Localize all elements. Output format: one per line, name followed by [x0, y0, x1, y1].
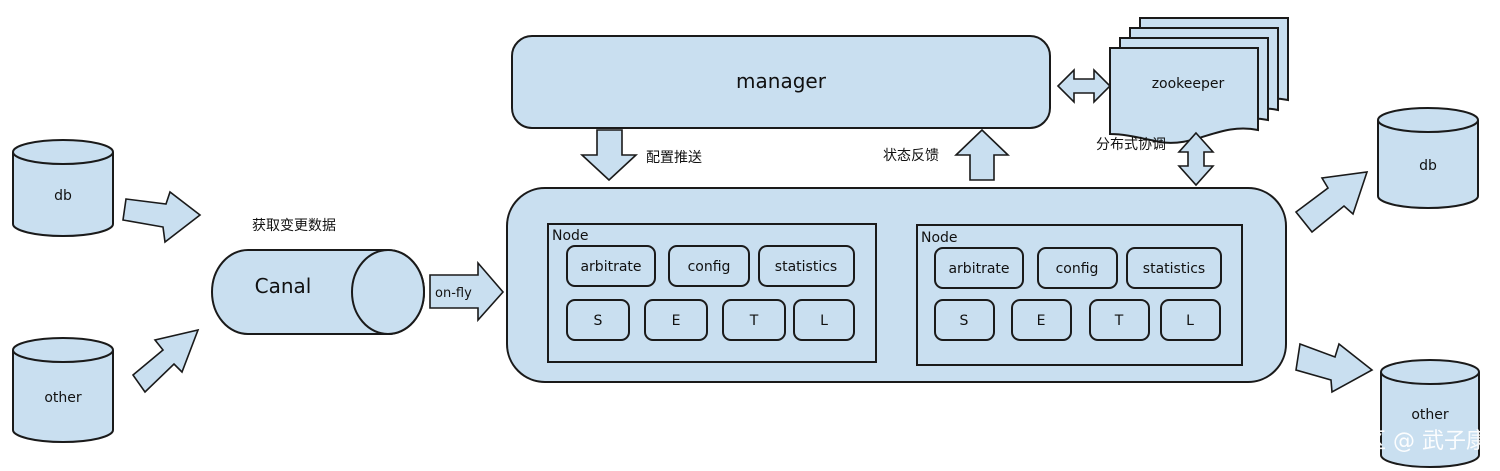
target-db-cylinder: db: [1377, 107, 1479, 209]
node-stage-label: E: [1037, 313, 1046, 329]
canal-cylinder: Canal: [211, 249, 425, 335]
source-db-cylinder: db: [12, 139, 114, 237]
zookeeper-stack: zookeeper: [1109, 17, 1289, 144]
node-component-label: arbitrate: [948, 261, 1009, 277]
status-feedback-arrow: [954, 128, 1010, 181]
config-push-label: 配置推送: [646, 150, 702, 166]
manager-box: [511, 35, 1051, 129]
fetch-changes-label: 获取变更数据: [252, 218, 336, 234]
node-stage-box: [934, 299, 995, 341]
node-component-box: [758, 245, 855, 287]
node-stage-box: [1160, 299, 1221, 341]
node-stage-box: [566, 299, 630, 341]
node-component-label: statistics: [775, 259, 837, 275]
canal-label: Canal: [255, 274, 312, 298]
arrow-other-to-canal: [131, 328, 200, 394]
node-stage-box: [793, 299, 855, 341]
source-db-label: db: [54, 188, 72, 204]
node-component-box: [668, 245, 750, 287]
node-stage-label: S: [594, 313, 603, 329]
status-feedback-label: 状态反馈: [883, 148, 939, 164]
config-push-arrow: [579, 129, 639, 182]
manager-label: manager: [736, 69, 827, 93]
node-component-label: statistics: [1143, 261, 1205, 277]
target-db-label: db: [1419, 158, 1437, 174]
node-stage-label: E: [672, 313, 681, 329]
node-stage-label: L: [820, 313, 828, 329]
node-stage-label: T: [749, 313, 759, 329]
node-stage-box: [1011, 299, 1072, 341]
node-component-label: config: [688, 259, 731, 275]
on-fly-arrow: [429, 260, 505, 323]
distributed-coord-label: 分布式协调: [1096, 137, 1166, 153]
node-panel-2: Node arbitrate config statistics S E T L: [916, 224, 1243, 366]
node-title: Node: [552, 228, 589, 244]
node-component-label: config: [1056, 261, 1099, 277]
manager-zookeeper-arrow: [1056, 68, 1112, 104]
target-other-label: other: [1411, 407, 1449, 423]
on-fly-label: on-fly: [435, 286, 472, 301]
node-component-box: [1126, 247, 1222, 289]
zookeeper-nodes-arrow: [1177, 131, 1215, 187]
node-stage-box: [1089, 299, 1150, 341]
node-component-box: [934, 247, 1024, 289]
node-stage-box: [644, 299, 708, 341]
arrow-db-to-canal: [122, 190, 202, 244]
node-stage-label: T: [1114, 313, 1124, 329]
node-title: Node: [921, 230, 958, 246]
arrow-to-target-other: [1295, 342, 1374, 394]
watermark-text: 掘金技术社区 @ 武子康: [1254, 429, 1488, 454]
node-component-box: [566, 245, 656, 287]
zookeeper-label: zookeeper: [1152, 76, 1225, 92]
node-component-box: [1037, 247, 1118, 289]
source-other-cylinder: other: [12, 337, 114, 443]
source-other-label: other: [44, 390, 82, 406]
node-stage-box: [722, 299, 786, 341]
target-other-cylinder: other: [1380, 359, 1480, 468]
arrow-to-target-db: [1294, 171, 1369, 234]
node-component-label: arbitrate: [580, 259, 641, 275]
node-stage-label: L: [1186, 313, 1194, 329]
node-stage-label: S: [960, 313, 969, 329]
node-panel-1: Node arbitrate config statistics S E T L: [547, 223, 877, 363]
